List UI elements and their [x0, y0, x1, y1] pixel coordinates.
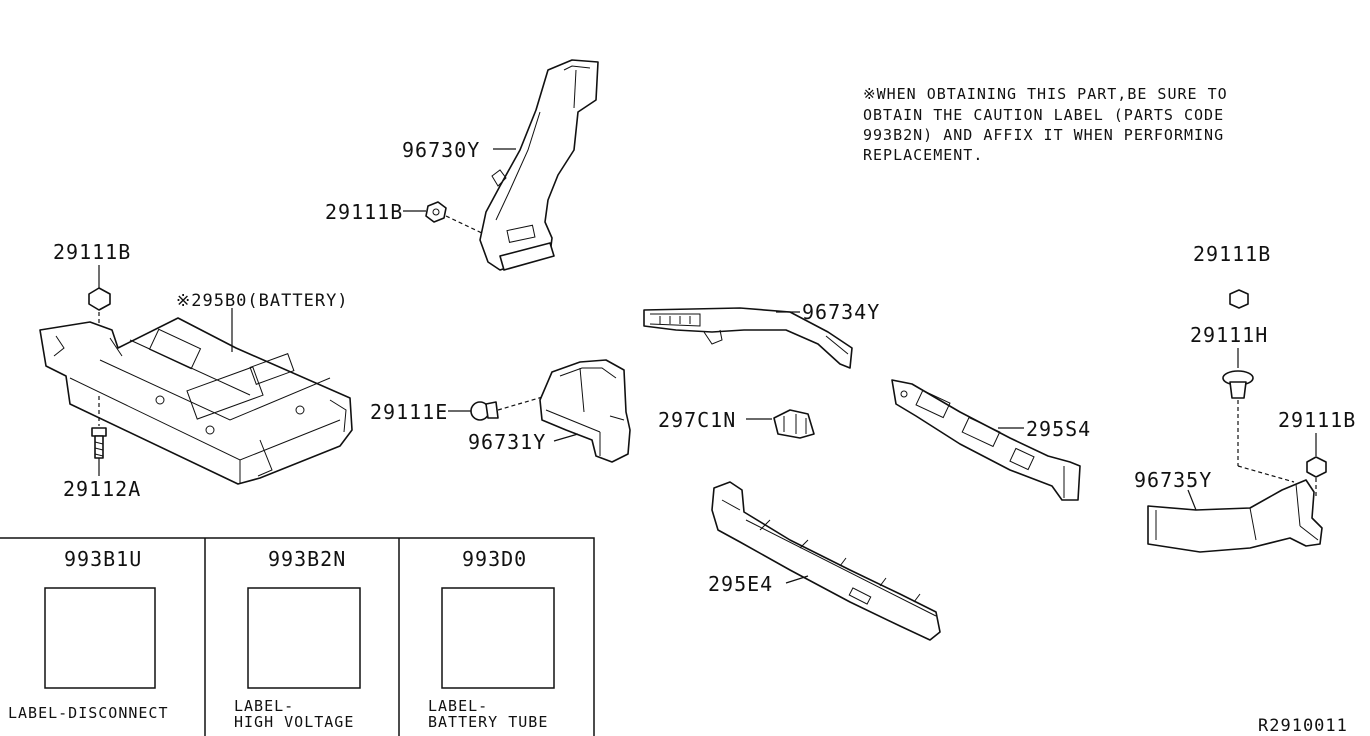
- note-line-3: 993B2N) AND AFFIX IT WHEN PERFORMING: [863, 126, 1224, 144]
- part-29112A-bolt: [91, 427, 107, 459]
- callout-295B0: ※295B0(BATTERY): [176, 291, 349, 311]
- part-295S4-bracket: [891, 379, 1081, 501]
- part-295E4-bracket: [711, 481, 941, 641]
- callout-295E4: 295E4: [708, 572, 773, 596]
- caution-note: ※WHEN OBTAINING THIS PART,BE SURE TO OBT…: [863, 85, 1228, 164]
- labels-table: 993B1U LABEL-DISCONNECT 993B2N LABEL- HI…: [0, 537, 595, 736]
- label-cell-993B1U: 993B1U LABEL-DISCONNECT: [8, 547, 169, 722]
- label-desc-line: LABEL-: [428, 697, 488, 715]
- part-297C1N-connector: [773, 409, 815, 439]
- callout-29111H: 29111H: [1190, 323, 1268, 347]
- note-line-1: ※WHEN OBTAINING THIS PART,BE SURE TO: [863, 85, 1228, 103]
- callout-29111B-top: 29111B: [325, 200, 403, 224]
- part-29111H-grommet: [1222, 370, 1254, 399]
- callout-96734Y: 96734Y: [802, 300, 880, 324]
- label-code: 993B2N: [268, 547, 346, 571]
- callout-29112A: 29112A: [63, 477, 141, 501]
- callout-29111B-left: 29111B: [53, 240, 131, 264]
- callout-96730Y: 96730Y: [402, 138, 480, 162]
- note-line-4: REPLACEMENT.: [863, 146, 983, 164]
- part-29111B-nut-right2: [1306, 456, 1327, 478]
- part-96735Y-duct: [1147, 479, 1323, 553]
- reference-code: R2910011: [1258, 716, 1348, 736]
- part-29111B-nut-top: [425, 201, 447, 223]
- part-96731Y-duct: [539, 359, 631, 463]
- part-96734Y-duct: [643, 307, 853, 369]
- part-29111E-clip: [470, 401, 499, 421]
- callout-96731Y: 96731Y: [468, 430, 546, 454]
- label-swatch: [247, 587, 361, 689]
- callout-295S4: 295S4: [1026, 417, 1091, 441]
- callout-29111B-right2: 29111B: [1278, 408, 1356, 432]
- note-line-2: OBTAIN THE CAUTION LABEL (PARTS CODE: [863, 106, 1224, 124]
- callout-29111E: 29111E: [370, 400, 448, 424]
- callout-29111B-right1: 29111B: [1193, 242, 1271, 266]
- label-desc-line: BATTERY TUBE: [428, 713, 548, 731]
- part-29111B-nut-right1: [1229, 289, 1249, 309]
- callout-96735Y: 96735Y: [1134, 468, 1212, 492]
- label-cell-993D0: 993D0 LABEL- BATTERY TUBE: [428, 547, 555, 731]
- label-desc-line: LABEL-DISCONNECT: [8, 704, 169, 722]
- label-code: 993B1U: [64, 547, 142, 571]
- label-desc-line: HIGH VOLTAGE: [234, 713, 354, 731]
- label-cell-993B2N: 993B2N LABEL- HIGH VOLTAGE: [234, 547, 361, 731]
- part-96730Y-duct: [479, 59, 599, 271]
- part-295B0-battery: [39, 317, 353, 485]
- part-29111B-nut-left: [88, 287, 111, 311]
- callout-297C1N: 297C1N: [658, 408, 736, 432]
- label-swatch: [441, 587, 555, 689]
- label-desc-line: LABEL-: [234, 697, 294, 715]
- label-swatch: [44, 587, 156, 689]
- label-code: 993D0: [462, 547, 527, 571]
